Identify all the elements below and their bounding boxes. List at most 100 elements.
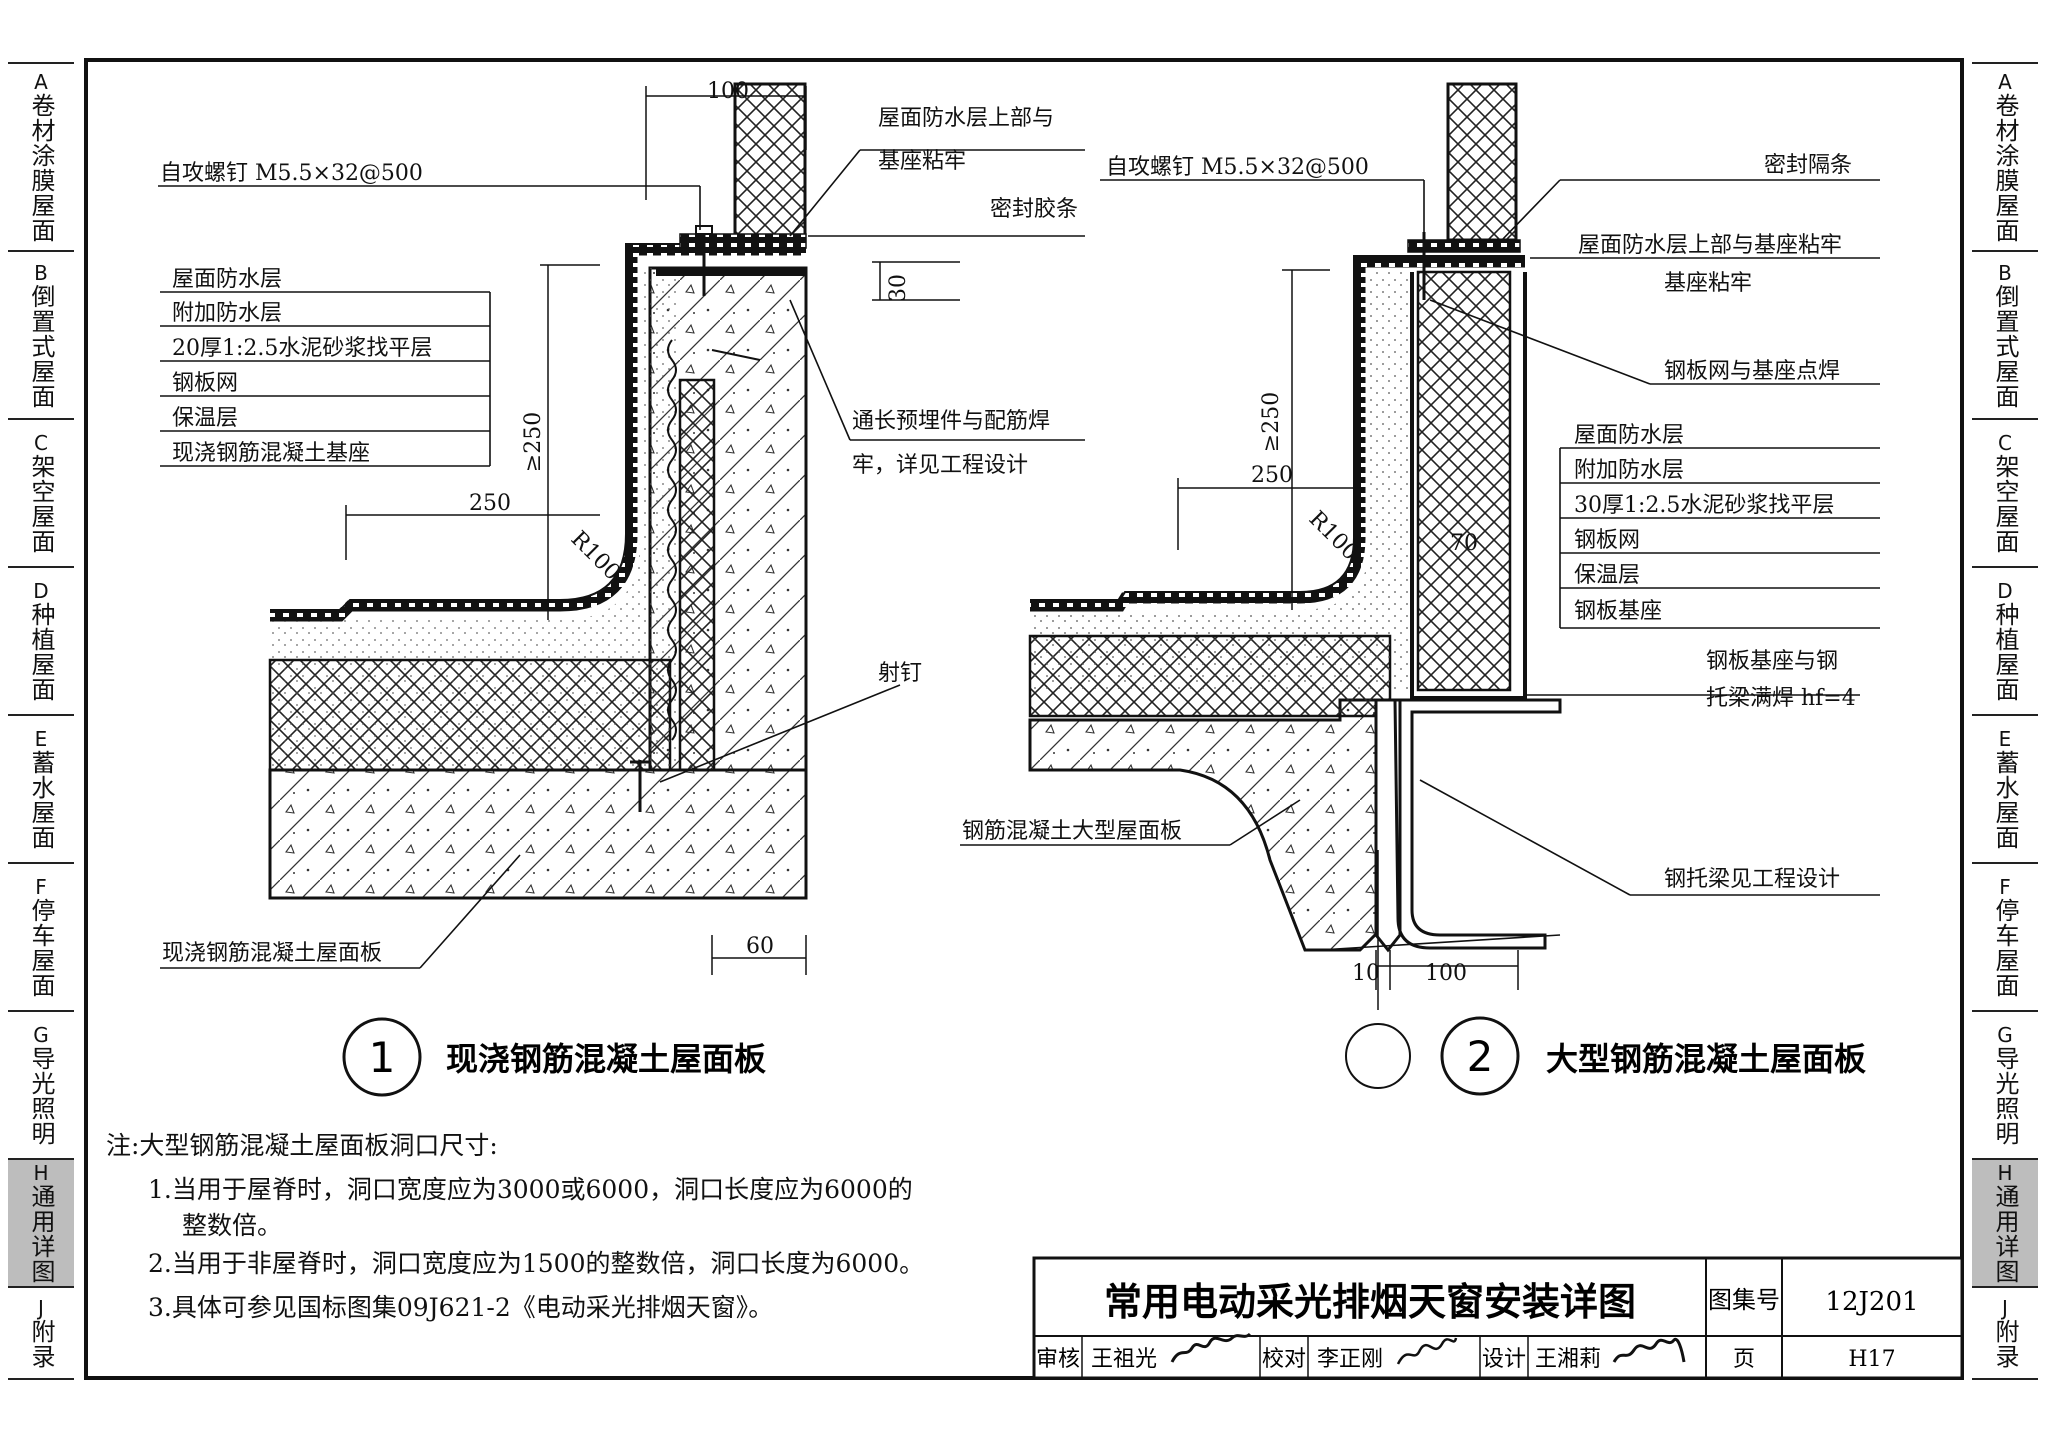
tab-code: D: [1997, 579, 2013, 603]
layer-2-1: 附加防水层: [1574, 458, 1684, 483]
label-top-2: 屋面防水层上部与基座粘牢: [1578, 233, 1842, 258]
tab-label: 蓄水屋面: [27, 750, 55, 850]
detail-2-leaders: [960, 179, 1880, 896]
page-number: H17: [1848, 1347, 1895, 1372]
note-3: 3.具体可参见国标图集09J621-2《电动采光排烟天窗》。: [148, 1293, 774, 1322]
drawing-title: 常用电动采光排烟天窗安装详图: [1104, 1280, 1636, 1324]
tab-code: B: [1998, 260, 2012, 285]
design-label: 设计: [1482, 1347, 1526, 1372]
tab-code: F: [1999, 875, 2011, 899]
detail-2-marker: [1440, 1016, 1520, 1096]
reviewer-signature: [1170, 1332, 1252, 1363]
label-seal-2: 密封隔条: [1764, 153, 1852, 178]
dim-10: 10: [1352, 961, 1380, 986]
designer-name: 王湘莉: [1535, 1347, 1601, 1372]
tab-code: A: [34, 70, 48, 94]
tab-code: C: [1998, 431, 2012, 455]
tab-label: 附录: [27, 1319, 55, 1369]
tab-label: 架空屋面: [1991, 454, 2019, 554]
label-nail: 射钉: [878, 661, 922, 686]
label-top-b-1: 基座粘牢: [878, 149, 966, 174]
tab-label: 卷材涂膜屋面: [1991, 93, 2019, 243]
layer-2-3: 钢板网: [1574, 528, 1640, 553]
detail-1-dimensions: [345, 86, 960, 975]
detail-2-dimensions: [1177, 269, 1519, 1010]
tab-code: A: [1998, 70, 2012, 94]
tab-label: 导光照明: [27, 1046, 55, 1146]
layer-1-1: 附加防水层: [172, 301, 282, 326]
note-1a: 1.当用于屋脊时，洞口宽度应为3000或6000，洞口长度应为6000的: [148, 1175, 913, 1204]
dim-ge250: ≥250: [521, 412, 546, 472]
tab-code: G: [33, 1023, 49, 1047]
tab-code: B: [34, 260, 48, 285]
tab-label: 通用详图: [1991, 1184, 2019, 1284]
layer-1-3: 钢板网: [172, 371, 238, 396]
detail-1-leaders: [158, 149, 1085, 969]
tab-code: G: [1997, 1023, 2013, 1047]
dim-70: 70: [1450, 531, 1478, 556]
page-label: 页: [1733, 1347, 1755, 1372]
label-seal-1: 密封胶条: [990, 197, 1078, 222]
tab-label: 卷材涂膜屋面: [27, 93, 55, 243]
label-slab-1: 现浇钢筋混凝土屋面板: [162, 941, 382, 966]
label-embed-a: 通长预埋件与配筋焊: [852, 409, 1050, 434]
dim-r100: R100: [566, 527, 625, 586]
layer-2-4: 保温层: [1574, 563, 1640, 588]
layer-1-2: 20厚1:2.5水泥砂浆找平层: [172, 336, 432, 361]
detail-1-title: 现浇钢筋混凝土屋面板: [446, 1040, 766, 1078]
checker-name: 李正刚: [1317, 1347, 1383, 1372]
tab-code: F: [35, 875, 47, 899]
detail-2-title: 大型钢筋混凝土屋面板: [1546, 1040, 1866, 1078]
label-top-a-1: 屋面防水层上部与: [878, 106, 1054, 131]
layer-2-0: 屋面防水层: [1574, 423, 1684, 448]
label-mesh-weld: 钢板网与基座点焊: [1664, 359, 1840, 384]
tab-label: 导光照明: [1991, 1046, 2019, 1146]
reviewer-name: 王祖光: [1091, 1347, 1157, 1372]
tab-label: 停车屋面: [27, 898, 55, 998]
dim-60: 60: [746, 934, 774, 959]
tab-code: H: [33, 1161, 49, 1185]
layer-2-5: 钢板基座: [1574, 599, 1662, 624]
tab-code: H: [1997, 1161, 2013, 1185]
detail-1-number: 1: [369, 1033, 396, 1082]
label-weld-b: 托梁满焊 hf=4: [1706, 686, 1856, 711]
checker-signature: [1396, 1337, 1458, 1365]
tab-label: 停车屋面: [1991, 898, 2019, 998]
label-weld-a: 钢板基座与钢: [1706, 649, 1838, 674]
tab-code: C: [34, 431, 48, 455]
label-slab-2: 钢筋混凝土大型屋面板: [962, 819, 1182, 844]
dim-30: 30: [886, 274, 911, 302]
detail-2-drawing: [1028, 82, 1562, 953]
tab-label: 附录: [1991, 1319, 2019, 1369]
column-marker: [1345, 1023, 1411, 1089]
tab-code: E: [1998, 727, 2012, 751]
layer-1-5: 现浇钢筋混凝土基座: [172, 441, 370, 466]
notes-title: 注:大型钢筋混凝土屋面板洞口尺寸:: [106, 1131, 498, 1160]
tab-code: J: [2002, 1296, 2008, 1320]
dim-ge250-2: ≥250: [1259, 392, 1284, 452]
label-beam: 钢托梁见工程设计: [1664, 867, 1840, 892]
layer-1-0: 屋面防水层: [172, 267, 282, 292]
tab-code: J: [38, 1296, 44, 1320]
